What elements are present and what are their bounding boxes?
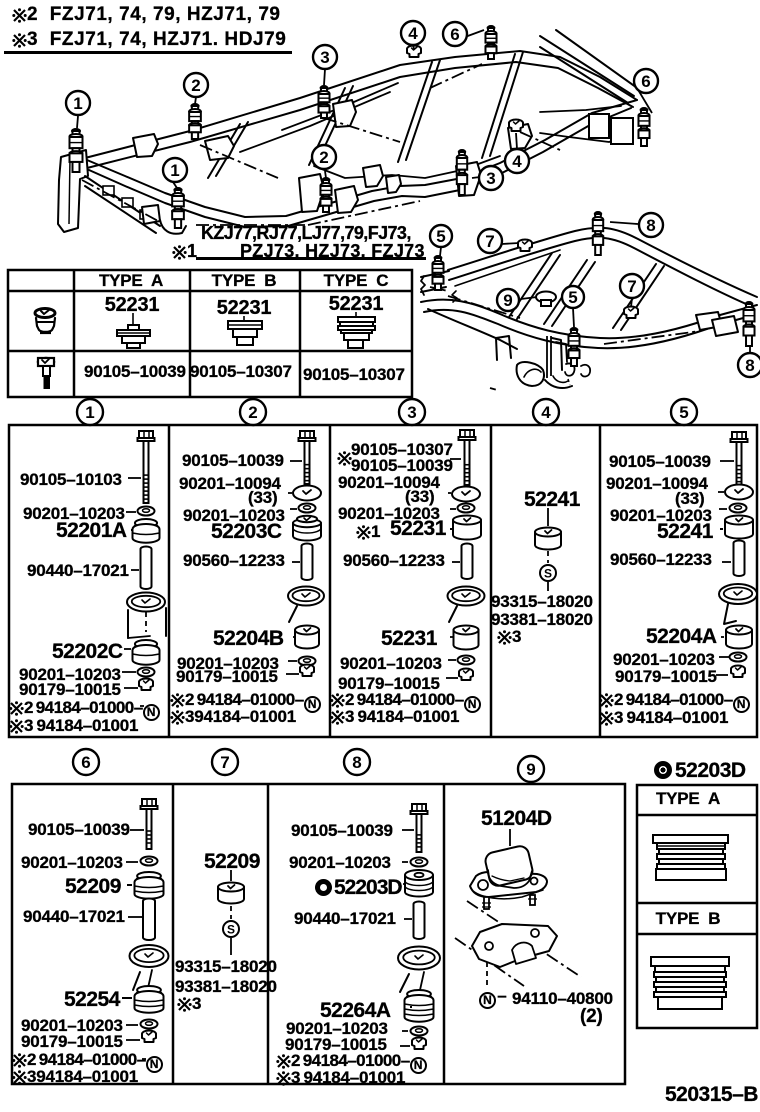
svg-text:4: 4 xyxy=(512,152,522,171)
svg-text:S: S xyxy=(227,923,235,937)
svg-text:8: 8 xyxy=(745,356,754,375)
svg-text:3: 3 xyxy=(407,403,416,422)
svg-text:8: 8 xyxy=(646,216,655,235)
svg-text:2: 2 xyxy=(319,148,328,167)
svg-text:1: 1 xyxy=(73,94,82,113)
svg-text:5: 5 xyxy=(568,288,577,307)
svg-text:4: 4 xyxy=(408,24,418,43)
svg-text:5: 5 xyxy=(679,403,688,422)
svg-text:7: 7 xyxy=(485,232,494,251)
svg-text:1: 1 xyxy=(85,403,94,422)
svg-text:1: 1 xyxy=(170,161,179,180)
svg-text:6: 6 xyxy=(81,753,90,772)
svg-text:7: 7 xyxy=(627,277,636,296)
svg-text:S: S xyxy=(544,567,552,581)
svg-text:2: 2 xyxy=(248,403,257,422)
svg-text:9: 9 xyxy=(526,760,535,779)
svg-text:8: 8 xyxy=(352,753,361,772)
svg-text:4: 4 xyxy=(541,403,551,422)
svg-text:3: 3 xyxy=(320,48,329,67)
svg-text:6: 6 xyxy=(450,25,459,44)
svg-text:5: 5 xyxy=(436,227,445,246)
svg-text:7: 7 xyxy=(220,753,229,772)
svg-text:6: 6 xyxy=(641,72,650,91)
svg-text:2: 2 xyxy=(191,76,200,95)
svg-text:9: 9 xyxy=(503,291,512,310)
svg-text:3: 3 xyxy=(486,169,495,188)
